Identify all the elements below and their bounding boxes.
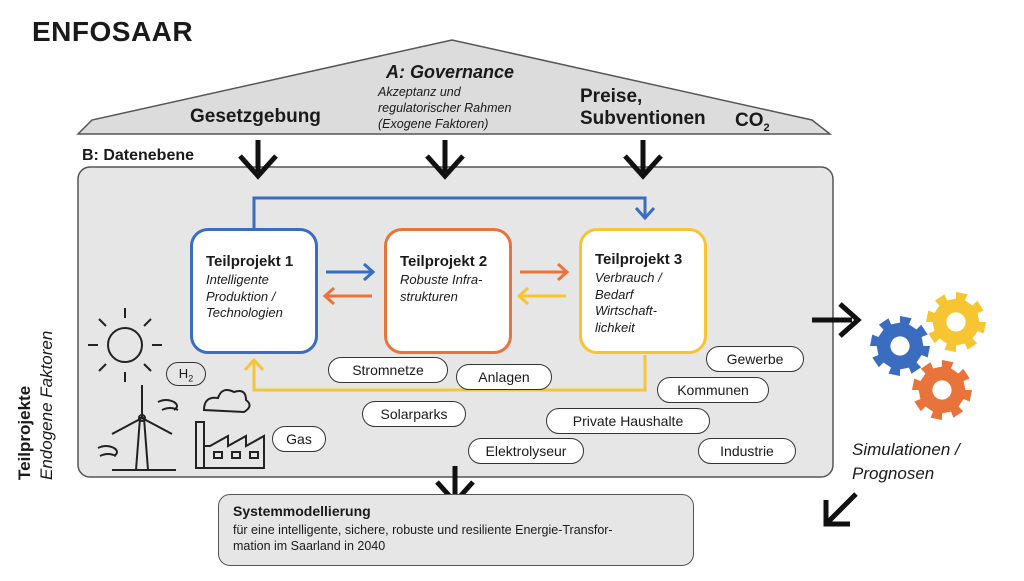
subproject-desc: Technologien — [206, 305, 283, 320]
subproject-title: Teilprojekt 1 — [206, 253, 294, 270]
gear-icon — [926, 292, 986, 352]
subproject-desc: Produktion / — [206, 288, 276, 304]
pill-solarparks[interactable]: Solarparks — [362, 401, 466, 427]
system-model-description: für eine intelligente, sichere, robuste … — [233, 522, 679, 554]
right-arrow-icon — [812, 302, 862, 338]
prices-line: Preise, — [580, 86, 643, 107]
connector-yellow — [243, 355, 647, 392]
governance-desc-line: Akzeptanz und — [378, 85, 461, 99]
gear-icon — [870, 316, 930, 376]
system-model-desc-line: mation im Saarland in 2040 — [233, 539, 386, 553]
simulation-label: Simulationen / Prognosen — [852, 438, 960, 486]
system-model-desc-line: für eine intelligente, sichere, robuste … — [233, 523, 613, 537]
governance-roof — [76, 39, 833, 135]
governance-title: A: Governance — [385, 62, 515, 82]
system-model-box[interactable]: Systemmodellierung für eine intelligente… — [218, 494, 694, 566]
subproject-desc: Robuste Infra- — [400, 272, 483, 287]
subproject-desc: Verbrauch / — [595, 270, 662, 285]
subproject-desc: strukturen — [400, 288, 458, 304]
system-model-title: Systemmodellierung — [233, 503, 371, 519]
page-title: ENFOSAAR — [32, 16, 194, 47]
down-arrow-icon — [425, 140, 465, 180]
subproject-2-box[interactable]: Teilprojekt 2 Robuste Infra- strukturen — [384, 228, 512, 354]
subproject-title: Teilprojekt 3 — [595, 251, 683, 268]
co2-base: CO — [735, 110, 764, 131]
h2-sub: 2 — [188, 373, 194, 384]
side-label-bold: Teilprojekte — [15, 385, 34, 480]
co2-label: CO2 — [735, 110, 770, 139]
h2-base: H — [178, 366, 189, 381]
connector-blue — [252, 196, 656, 230]
governance-description: Akzeptanz und regulatorischer Rahmen (Ex… — [378, 84, 558, 132]
pill-gas[interactable]: Gas — [272, 426, 326, 452]
subproject-desc: Bedarf — [595, 286, 634, 302]
subproject-desc: lichkeit — [595, 319, 635, 335]
pill-kommunen[interactable]: Kommunen — [657, 377, 769, 403]
subproject-3-box[interactable]: Teilprojekt 3 Verbrauch / Bedarf Wirtsch… — [579, 228, 707, 354]
simulation-line: Prognosen — [852, 464, 935, 483]
pill-industrie[interactable]: Industrie — [698, 438, 796, 464]
gesetzgebung-label: Gesetzgebung — [190, 106, 321, 127]
down-arrow-icon — [238, 140, 278, 180]
side-label: Teilprojekte Endogene Faktoren — [14, 280, 58, 480]
gear-icon — [912, 360, 972, 420]
pill-elektrolyseur[interactable]: Elektrolyseur — [468, 438, 584, 464]
prices-label: Preise, Subventionen — [580, 86, 706, 130]
down-arrow-icon — [623, 140, 663, 180]
pill-anlagen[interactable]: Anlagen — [456, 364, 552, 390]
pill-h2[interactable]: H2 — [166, 362, 206, 386]
simulation-line: Simulationen / — [852, 440, 960, 459]
subproject-title: Teilprojekt 2 — [400, 253, 488, 270]
pill-private-haushalte[interactable]: Private Haushalte — [546, 408, 710, 434]
subproject-1-box[interactable]: Teilprojekt 1 Intelligente Produktion / … — [190, 228, 318, 354]
arrow-tp2-to-tp3 — [520, 262, 570, 282]
factory-icon — [195, 389, 265, 469]
subsidies-line: Subventionen — [580, 108, 706, 129]
arrow-tp3-to-tp2 — [516, 286, 566, 306]
side-label-italic: Endogene Faktoren — [37, 330, 56, 480]
diagonal-arrow-icon — [823, 492, 858, 527]
subproject-desc: Intelligente — [206, 272, 269, 287]
co2-sub: 2 — [763, 121, 770, 134]
subproject-desc: Wirtschaft- — [595, 303, 657, 318]
data-layer-label: B: Datenebene — [82, 147, 195, 164]
arrow-tp1-to-tp2 — [326, 262, 376, 282]
arrow-tp2-to-tp1 — [322, 286, 372, 306]
pill-gewerbe[interactable]: Gewerbe — [706, 346, 804, 372]
pill-stromnetze[interactable]: Stromnetze — [328, 357, 448, 383]
wind-turbine-icon — [97, 385, 179, 471]
governance-desc-line: (Exogene Faktoren) — [378, 117, 489, 131]
sun-icon — [88, 308, 162, 382]
governance-desc-line: regulatorischer Rahmen — [378, 101, 512, 115]
